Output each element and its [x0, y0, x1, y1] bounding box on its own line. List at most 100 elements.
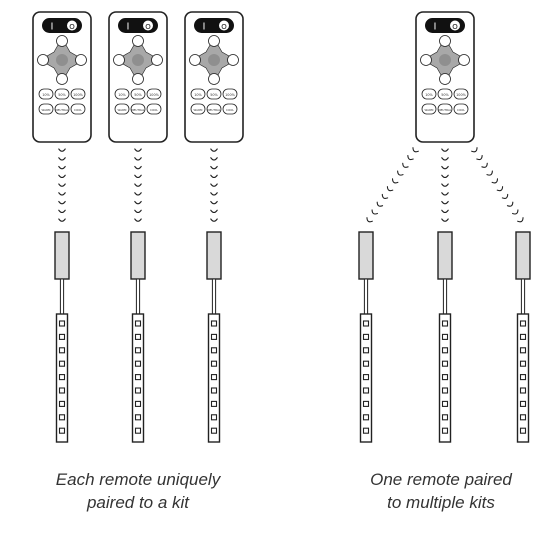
color-temp-button-label: NEUTRAL [439, 108, 452, 112]
led-chip [362, 347, 370, 354]
dpad-down-button [56, 73, 68, 85]
signal-wave [402, 162, 409, 168]
signal-wave [58, 209, 66, 214]
brightness-button-label: 50% [58, 93, 66, 97]
dpad-up-button [208, 35, 220, 47]
signal-wave [471, 147, 478, 153]
brightness-button-label: 10% [118, 93, 126, 97]
light-kit [54, 231, 70, 443]
dpad-down-button [132, 73, 144, 85]
color-temp-button-label: COOL [74, 108, 82, 112]
signal-wave [134, 200, 142, 205]
led-chip [210, 427, 218, 434]
color-temp-button [453, 103, 469, 115]
led-chip [362, 320, 370, 327]
led-chip [58, 360, 66, 367]
receiver-box [358, 231, 374, 280]
power-on-label: O [145, 23, 151, 31]
color-temp-button [190, 103, 206, 115]
brightness-button-label: 50% [210, 93, 218, 97]
brightness-button-label: 100% [149, 93, 159, 97]
led-chip [210, 360, 218, 367]
color-temp-button-label: WARM [118, 108, 127, 112]
dpad-left-button [420, 54, 432, 66]
power-off-label: I [203, 22, 206, 33]
led-chip [519, 360, 527, 367]
signal-wave [134, 157, 142, 161]
color-temp-button [54, 103, 70, 115]
brightness-button-label: 100% [225, 93, 235, 97]
wireless-signal [210, 148, 218, 222]
signal-wave [486, 170, 493, 176]
brightness-button [437, 88, 453, 100]
led-chip [210, 414, 218, 421]
signal-wave [210, 165, 218, 170]
wireless-signal [441, 148, 449, 222]
caption-right-line-1: One remote paired [370, 470, 512, 489]
led-chip [441, 374, 449, 381]
dpad-left-button [189, 54, 201, 66]
brightness-button-label: 10% [425, 93, 433, 97]
color-temp-button [421, 103, 437, 115]
dpad-center [208, 54, 220, 66]
signal-wave [391, 178, 399, 184]
led-chip [58, 347, 66, 354]
signal-wave [407, 154, 414, 161]
signal-wave [441, 218, 449, 222]
power-off-label: I [434, 22, 437, 33]
power-on-label: O [221, 23, 227, 31]
brightness-button-label: 50% [441, 93, 449, 97]
receiver-box [130, 231, 146, 280]
dpad-right-button [151, 54, 163, 66]
signal-wave [441, 192, 449, 196]
color-temp-button-label: NEUTRAL [208, 108, 221, 112]
power-cable [363, 278, 369, 316]
power-cable [520, 278, 526, 316]
led-chip [134, 374, 142, 381]
receiver-box [206, 231, 222, 280]
led-chip [210, 320, 218, 327]
light-kit [130, 231, 146, 443]
led-chip [58, 320, 66, 327]
power-off-label: I [51, 22, 54, 33]
led-chip [441, 414, 449, 421]
power-cable [442, 278, 448, 316]
brightness-button [190, 88, 206, 100]
signal-wave [58, 200, 66, 205]
brightness-button [222, 88, 238, 100]
color-temp-button-label: NEUTRAL [56, 108, 69, 112]
signal-wave [134, 183, 142, 187]
light-kit [358, 231, 374, 443]
color-temp-button-label: WARM [425, 108, 434, 112]
caption-left-line-1: Each remote uniquely [55, 470, 221, 489]
led-chip [441, 320, 449, 327]
signal-wave [441, 200, 449, 205]
brightness-button [114, 88, 130, 100]
led-chip [210, 400, 218, 407]
brightness-button-label: 100% [456, 93, 466, 97]
led-chip [441, 427, 449, 434]
led-chip [362, 387, 370, 394]
led-chip [441, 347, 449, 354]
power-on-label: O [69, 23, 75, 31]
brightness-button [146, 88, 162, 100]
color-temp-button [130, 103, 146, 115]
led-chip [362, 333, 370, 340]
brightness-button [70, 88, 86, 100]
signal-wave [517, 217, 524, 223]
dpad-down-button [208, 73, 220, 85]
led-chip [58, 414, 66, 421]
signal-wave [441, 148, 449, 152]
dpad-center [439, 54, 451, 66]
led-chip [519, 414, 527, 421]
signal-wave [210, 200, 218, 205]
signal-wave [210, 192, 218, 196]
light-kit [515, 231, 531, 443]
signal-wave [58, 165, 66, 170]
signal-wave [366, 217, 373, 223]
brightness-button-label: 10% [194, 93, 202, 97]
signal-wave [481, 162, 488, 168]
